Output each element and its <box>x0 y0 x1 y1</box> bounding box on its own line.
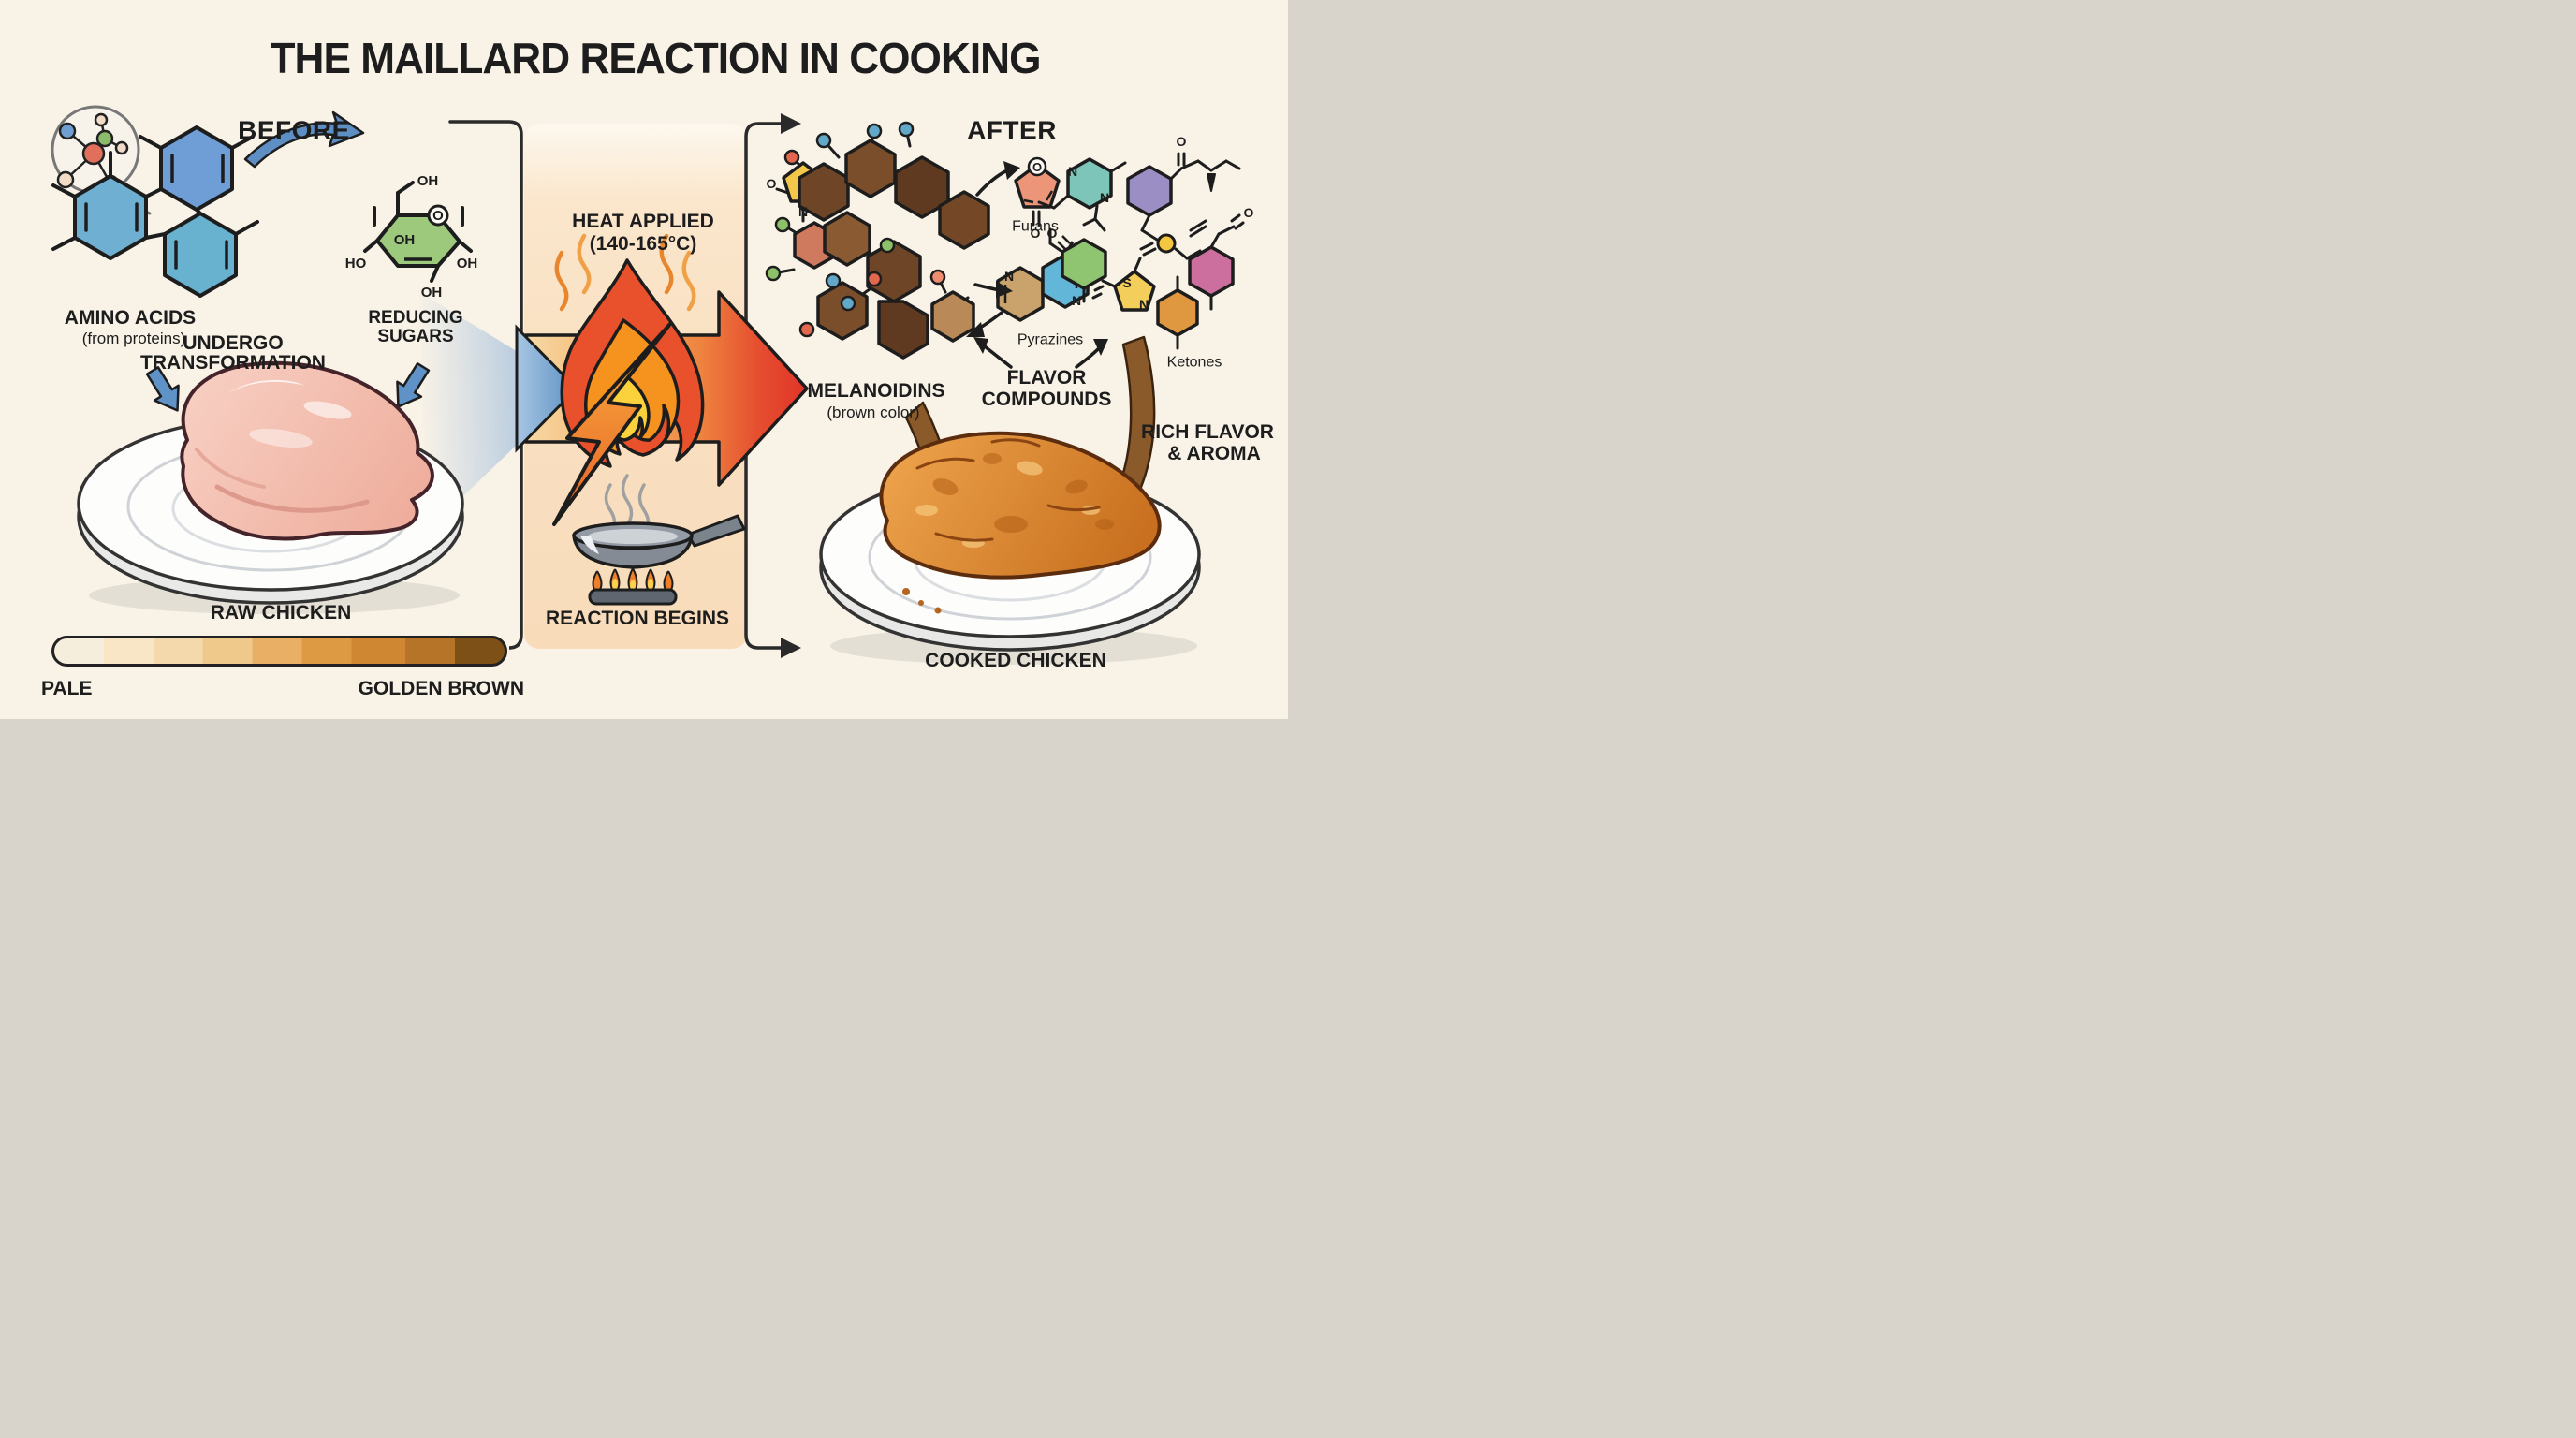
svg-text:O: O <box>1032 160 1042 174</box>
svg-text:N: N <box>1139 297 1149 312</box>
flavor-compounds-line1: FLAVOR <box>1006 366 1087 389</box>
lightning-bolt-icon <box>552 322 672 526</box>
undergo-label-line2: TRANSFORMATION <box>140 351 326 374</box>
melanoidins-label: MELANOIDINS <box>807 379 945 402</box>
svg-text:OH: OH <box>417 173 439 189</box>
svg-text:N: N <box>798 204 808 219</box>
down-arrow-left-icon <box>145 366 180 412</box>
blue-input-arrowhead <box>515 324 579 453</box>
svg-text:OH: OH <box>457 256 478 271</box>
rich-flavor-line1: RICH FLAVOR <box>1141 420 1274 443</box>
pyrazines-label: Pyrazines <box>1017 331 1084 348</box>
amino-acids-sublabel: (from proteins) <box>81 330 186 348</box>
svg-text:O: O <box>1047 226 1058 241</box>
svg-text:O: O <box>1244 205 1254 220</box>
cooked-chicken-breast <box>879 431 1162 580</box>
ketones-label: Ketones <box>1166 354 1222 371</box>
cooked-chicken-plate-illustration <box>819 431 1201 665</box>
reducing-sugars-line1: REDUCING <box>368 308 463 329</box>
svg-text:N: N <box>1100 190 1109 205</box>
svg-text:HO: HO <box>345 256 367 271</box>
raw-chicken-plate-illustration <box>77 360 464 614</box>
after-section-label: AFTER <box>967 115 1057 145</box>
before-section-label: BEFORE <box>238 115 350 145</box>
flavor-compound-molecules: N N O O O S N <box>1031 134 1254 350</box>
heat-applied-line1: HEAT APPLIED <box>572 210 714 232</box>
cooked-chicken-label: COOKED CHICKEN <box>925 649 1106 671</box>
arrow-right-bottom-icon <box>781 638 801 658</box>
amino-acids-molecule <box>51 125 259 298</box>
transform-arrow-icon <box>243 110 365 169</box>
arrow-to-pyrazines-icon <box>973 281 1013 298</box>
arrow-flavor-upleft-icon <box>973 337 1013 369</box>
down-arrow-right-icon <box>396 362 431 408</box>
page-title: THE MAILLARD REACTION IN COOKING <box>270 33 1041 82</box>
flavor-compounds-line2: COMPOUNDS <box>981 388 1112 410</box>
svg-text:N: N <box>1068 164 1077 179</box>
scale-pale-label: PALE <box>41 677 93 699</box>
svg-text:N: N <box>1072 293 1081 308</box>
reducing-sugars-line2: SUGARS <box>377 327 454 347</box>
browning-color-scale <box>51 636 507 667</box>
heat-waves-icon <box>554 233 696 312</box>
svg-text:OH: OH <box>421 285 443 301</box>
frying-pan-icon <box>572 514 746 606</box>
heat-applied-line2: (140-165°C) <box>589 232 697 255</box>
rich-flavor-line2: & AROMA <box>1167 442 1261 464</box>
svg-text:O: O <box>767 176 777 191</box>
svg-text:OH: OH <box>394 232 416 248</box>
arrow-flavor-upright-icon <box>1075 339 1108 369</box>
svg-text:O: O <box>1177 134 1187 149</box>
raw-chicken-label: RAW CHICKEN <box>210 601 352 624</box>
melanoidins-molecule: N O <box>765 121 990 360</box>
reducing-sugar-molecule: OH O OH HO OH OH <box>345 173 478 301</box>
maillard-infographic: OH O OH HO OH OH <box>0 0 1288 719</box>
arrow-from-pyrazines-icon <box>966 311 1003 337</box>
arrow-right-top-icon <box>781 113 801 134</box>
furans-label: Furans <box>1012 218 1059 235</box>
svg-text:N: N <box>1004 269 1014 284</box>
arrow-to-furans-icon <box>975 161 1020 197</box>
svg-text:O: O <box>1031 226 1041 241</box>
svg-text:S: S <box>1122 275 1131 290</box>
diagram-artwork: OH O OH HO OH OH <box>51 105 1254 665</box>
transformation-wedge <box>419 292 577 532</box>
raw-chicken-breast <box>180 360 434 541</box>
melanoidins-sublabel: (brown color) <box>827 404 920 422</box>
svg-text:O: O <box>432 208 444 224</box>
furan-molecule: O <box>1014 156 1061 209</box>
amino-acids-label: AMINO ACIDS <box>64 306 197 329</box>
scale-golden-brown-label: GOLDEN BROWN <box>358 677 524 699</box>
reaction-begins-label: REACTION BEGINS <box>545 607 730 629</box>
undergo-label-line1: UNDERGO <box>183 331 284 354</box>
